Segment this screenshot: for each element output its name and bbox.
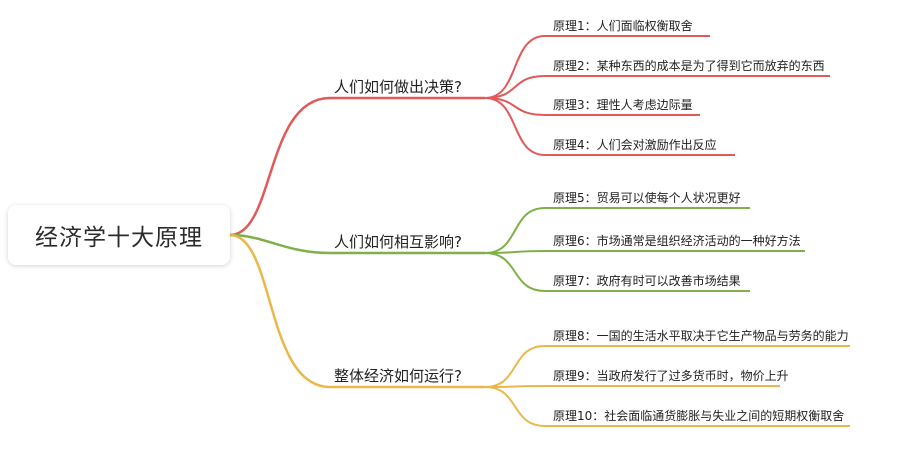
leaf-label: 原理1：人们面临权衡取舍: [553, 19, 693, 33]
leaf-node-2[interactable]: 原理2：某种东西的成本是为了得到它而放弃的东西: [553, 57, 825, 74]
branch-label: 整体经济如何运行?: [334, 367, 462, 385]
leaf-label: 原理10：社会面临通货膨胀与失业之间的短期权衡取舍: [553, 409, 845, 423]
leaf-node-1[interactable]: 原理1：人们面临权衡取舍: [553, 17, 693, 34]
connector-leaf-5: [484, 207, 750, 254]
branch-label: 人们如何做出决策?: [334, 78, 462, 96]
leaf-label: 原理4：人们会对激励作出反应: [553, 138, 717, 152]
connector-leaf-10: [484, 386, 850, 427]
leaf-node-8[interactable]: 原理8：一国的生活水平取决于它生产物品与劳务的能力: [553, 327, 849, 344]
leaf-label: 原理7：政府有时可以改善市场结果: [553, 274, 741, 288]
leaf-node-5[interactable]: 原理5：贸易可以使每个人状况更好: [553, 189, 741, 206]
leaf-node-6[interactable]: 原理6：市场通常是组织经济活动的一种好方法: [553, 232, 801, 249]
connector-root-branch-1: [229, 96, 485, 237]
root-node-label: 经济学十大原理: [35, 225, 203, 251]
leaf-label: 原理8：一国的生活水平取决于它生产物品与劳务的能力: [553, 329, 849, 343]
root-node[interactable]: 经济学十大原理: [8, 205, 230, 265]
connector-leaf-4: [484, 97, 735, 156]
branch-label: 人们如何相互影响?: [334, 233, 462, 251]
connector-leaf-8: [484, 345, 850, 388]
leaf-label: 原理3：理性人考虑边际量: [553, 98, 693, 112]
connector-root-branch-2: [229, 233, 485, 255]
leaf-label: 原理2：某种东西的成本是为了得到它而放弃的东西: [553, 59, 825, 73]
branch-node-interaction[interactable]: 人们如何相互影响?: [334, 231, 462, 252]
leaf-node-7[interactable]: 原理7：政府有时可以改善市场结果: [553, 272, 741, 289]
leaf-label: 原理5：贸易可以使每个人状况更好: [553, 191, 741, 205]
leaf-node-10[interactable]: 原理10：社会面临通货膨胀与失业之间的短期权衡取舍: [553, 407, 844, 424]
connector-leaf-7: [484, 252, 750, 292]
leaf-label: 原理6：市场通常是组织经济活动的一种好方法: [553, 234, 801, 248]
leaf-node-3[interactable]: 原理3：理性人考虑边际量: [553, 96, 693, 113]
connector-leaf-9: [484, 385, 780, 388]
leaf-label: 原理9：当政府发行了过多货币时，物价上升: [553, 369, 789, 383]
connector-root-branch-3: [229, 233, 485, 389]
branch-node-economy[interactable]: 整体经济如何运行?: [334, 365, 462, 386]
connector-leaf-6: [484, 250, 805, 254]
connector-leaf-3: [484, 97, 700, 116]
connector-leaf-1: [484, 35, 710, 99]
branch-node-decisions[interactable]: 人们如何做出决策?: [334, 76, 462, 97]
connector-leaf-2: [484, 75, 830, 99]
leaf-node-9[interactable]: 原理9：当政府发行了过多货币时，物价上升: [553, 367, 789, 384]
leaf-node-4[interactable]: 原理4：人们会对激励作出反应: [553, 136, 717, 153]
